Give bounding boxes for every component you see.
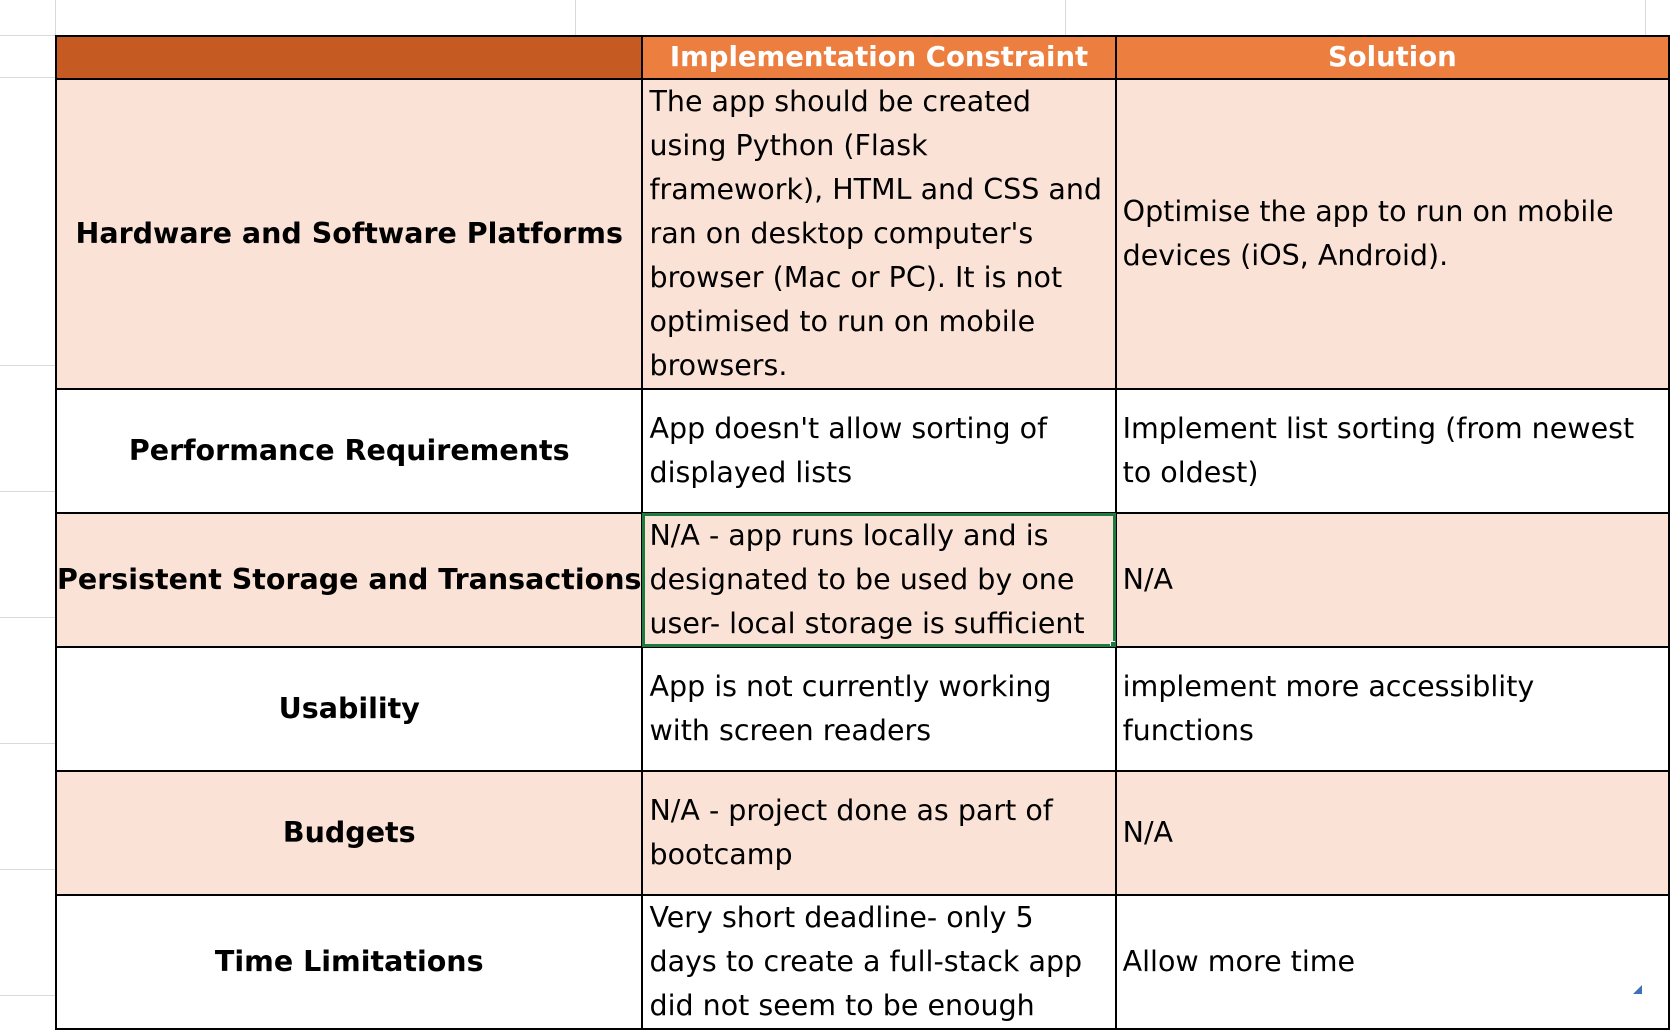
solution-text: N/A <box>1122 816 1174 849</box>
solution-text: N/A <box>1122 563 1174 596</box>
header-row: Implementation Constraint Solution <box>54 35 1670 80</box>
solution-cell[interactable]: Optimise the app to run on mobile device… <box>1114 78 1670 390</box>
header-cell-solution[interactable]: Solution <box>1114 35 1670 80</box>
constraint-text: App doesn't allow sorting of displayed l… <box>649 412 1048 489</box>
constraints-table: Implementation Constraint Solution Hardw… <box>54 35 1670 1030</box>
solution-text: Allow more time <box>1122 945 1356 978</box>
table-row: Budgets N/A - project done as part of bo… <box>54 770 1670 896</box>
constraint-cell-selected[interactable]: N/A - app runs locally and is designated… <box>641 512 1117 648</box>
constraint-text: The app should be created using Python (… <box>649 85 1103 382</box>
constraint-cell[interactable]: N/A - project done as part of bootcamp <box>641 770 1117 896</box>
topic-cell[interactable]: Persistent Storage and Transactions <box>54 512 644 648</box>
solution-cell[interactable]: N/A <box>1114 512 1670 648</box>
solution-text: implement more accessiblity functions <box>1122 670 1535 747</box>
header-cell-constraint[interactable]: Implementation Constraint <box>641 35 1117 80</box>
topic-cell[interactable]: Usability <box>54 646 644 772</box>
solution-cell[interactable]: Implement list sorting (from newest to o… <box>1114 388 1670 514</box>
solution-cell[interactable]: Allow more time <box>1114 894 1670 1030</box>
constraint-text: N/A - app runs locally and is designated… <box>649 519 1085 640</box>
table-row: Usability App is not currently working w… <box>54 646 1670 772</box>
table-row: Performance Requirements App doesn't all… <box>54 388 1670 514</box>
solution-cell[interactable]: N/A <box>1114 770 1670 896</box>
constraint-cell[interactable]: App is not currently working with screen… <box>641 646 1117 772</box>
constraint-cell[interactable]: The app should be created using Python (… <box>641 78 1117 390</box>
topic-cell[interactable]: Budgets <box>54 770 644 896</box>
constraint-text: App is not currently working with screen… <box>649 670 1052 747</box>
header-cell-topic[interactable] <box>54 35 644 80</box>
table-row: Persistent Storage and Transactions N/A … <box>54 512 1670 648</box>
solution-text: Optimise the app to run on mobile device… <box>1122 195 1614 272</box>
table-row: Time Limitations Very short deadline- on… <box>54 894 1670 1030</box>
constraint-text: Very short deadline- only 5 days to crea… <box>649 901 1083 1022</box>
topic-cell[interactable]: Hardware and Software Platforms <box>54 78 644 390</box>
constraint-text: N/A - project done as part of bootcamp <box>649 794 1053 871</box>
table-resize-corner-icon[interactable] <box>1633 985 1642 994</box>
topic-cell[interactable]: Time Limitations <box>54 894 644 1030</box>
solution-cell[interactable]: implement more accessiblity functions <box>1114 646 1670 772</box>
topic-cell[interactable]: Performance Requirements <box>54 388 644 514</box>
constraint-cell[interactable]: Very short deadline- only 5 days to crea… <box>641 894 1117 1030</box>
constraint-cell[interactable]: App doesn't allow sorting of displayed l… <box>641 388 1117 514</box>
solution-text: Implement list sorting (from newest to o… <box>1122 412 1635 489</box>
fill-handle[interactable] <box>1109 641 1114 645</box>
table-row: Hardware and Software Platforms The app … <box>54 78 1670 390</box>
